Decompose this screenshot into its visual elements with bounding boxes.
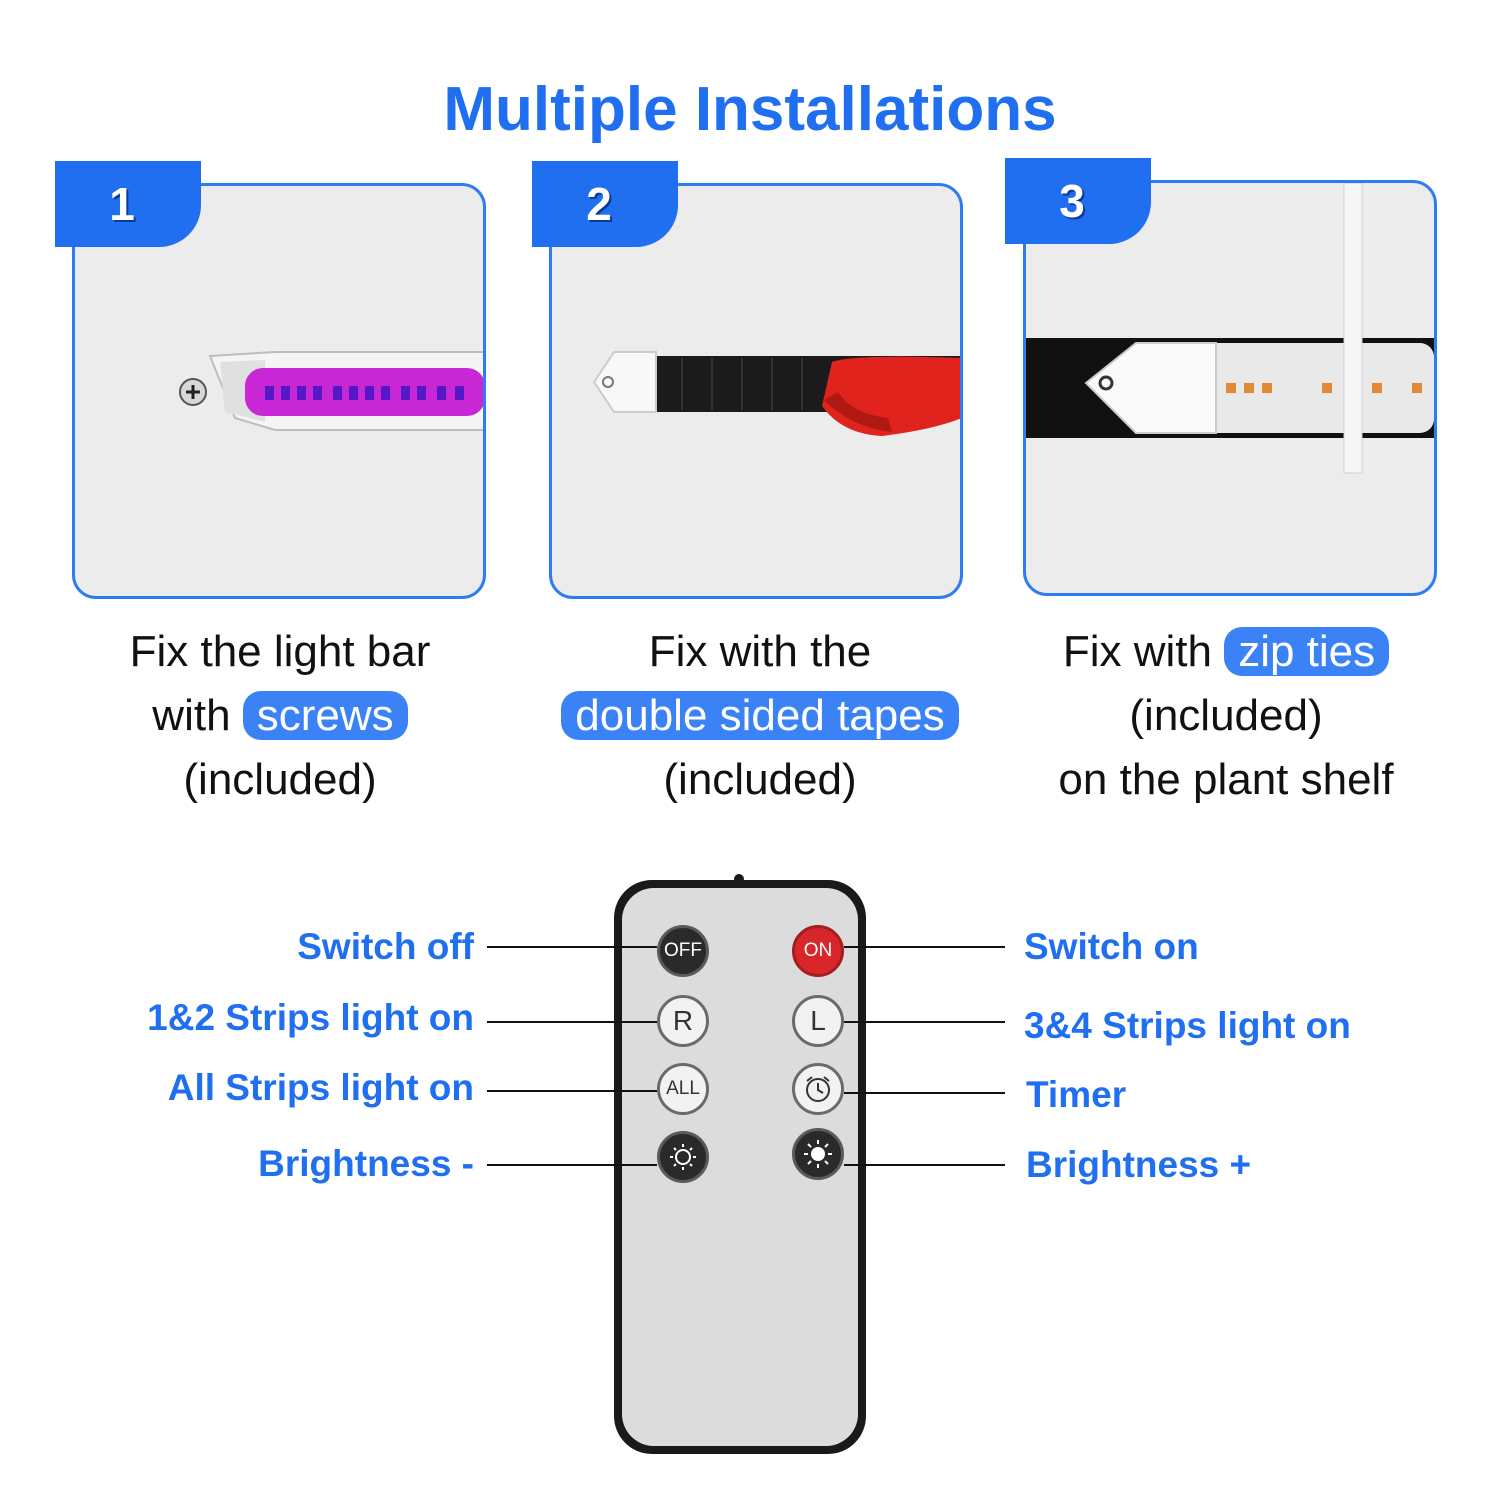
label-all-strips: All Strips light on [167,1067,474,1108]
page-title: Multiple Installations [443,75,1057,144]
highlight-screws: screws [242,691,408,740]
highlight-tapes: double sided tapes [561,691,959,740]
installation-panel-tapes [549,183,963,599]
leader-line [487,1164,657,1166]
timer-button[interactable] [792,1063,844,1115]
timer-clock-icon [806,1076,830,1102]
step-badge-2: 2 [532,161,678,247]
leader-line [487,1090,657,1092]
label-strips-34: 3&4 Strips light on [1024,1005,1351,1046]
caption-line: (included) [663,755,857,804]
all-button[interactable]: ALL [657,1063,709,1115]
leader-line [844,1164,1005,1166]
screw-mount-illustration [179,351,483,431]
l-button[interactable]: L [792,995,844,1047]
caption-line: on the plant shelf [1058,755,1394,804]
leader-line [844,946,1005,948]
step-badge-1: 1 [55,161,201,247]
label-brightness-plus: Brightness + [1026,1144,1252,1185]
caption-prefix: Fix with [1062,627,1212,676]
brightness-up-icon [804,1140,832,1168]
caption-line: Fix with zip ties [986,620,1466,684]
highlight-zipties: zip ties [1224,627,1390,676]
label-strips-12: 1&2 Strips light on [147,997,474,1038]
tape-mount-illustration [592,351,960,436]
caption-line: Fix the light bar [129,627,431,676]
caption-line: (included) [183,755,377,804]
installation-panel-zipties [1023,180,1437,596]
caption-step-3: Fix with zip ties (included) on the plan… [986,620,1466,812]
caption-step-1: Fix the light bar with screws (included) [40,620,520,812]
caption-line: Fix with the [648,627,872,676]
label-brightness-minus: Brightness - [258,1143,474,1184]
leader-line [487,946,657,948]
leader-line [844,1092,1005,1094]
caption-line: (included) [1129,691,1323,740]
label-switch-on: Switch on [1024,926,1199,967]
label-switch-off: Switch off [297,926,474,967]
caption-line: with screws [40,684,520,748]
installation-panel-screws [72,183,486,599]
leader-line [487,1021,657,1023]
remote-antenna-nub [734,874,744,884]
brightness-down-icon [670,1144,696,1170]
on-button[interactable]: ON [792,925,844,977]
r-button[interactable]: R [657,995,709,1047]
brightness-up-button[interactable] [792,1128,844,1180]
label-timer: Timer [1026,1074,1127,1115]
step-badge-3: 3 [1005,158,1151,244]
ziptie-mount-illustration [1026,183,1434,474]
leader-line [844,1021,1005,1023]
caption-step-2: Fix with the double sided tapes (include… [520,620,1000,812]
brightness-down-button[interactable] [657,1131,709,1183]
caption-prefix: with [152,691,231,740]
caption-line: double sided tapes [520,684,1000,748]
off-button[interactable]: OFF [657,925,709,977]
